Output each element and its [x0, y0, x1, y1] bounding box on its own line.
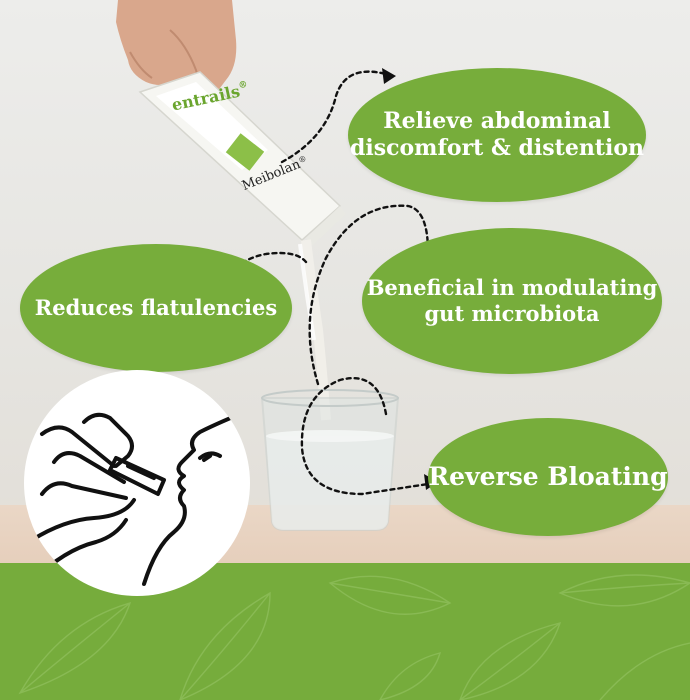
benefit-modulating-line2: gut microbiota: [424, 301, 600, 326]
drinking-illustration: [24, 370, 250, 596]
benefit-relieve-line1: Relieve abdominal: [383, 108, 611, 135]
benefit-relieve-discomfort: Relieve abdominal discomfort & distentio…: [348, 68, 646, 202]
registered-mark: ®: [237, 79, 249, 92]
arrow-to-bloating: [300, 377, 430, 496]
arrow-to-flatulencies: [230, 251, 308, 274]
arrow-to-relieve: [280, 70, 388, 164]
benefit-modulating-line1: Beneficial in modulating: [366, 275, 658, 301]
benefit-gut-microbiota: Beneficial in modulating gut microbiota: [362, 228, 662, 374]
water-glass: [260, 389, 400, 531]
leaf-pattern: [18, 564, 690, 700]
benefit-flatulencies-text: Reduces flatulencies: [34, 295, 278, 321]
arrow-to-modulating: [308, 204, 430, 386]
green-band: [0, 563, 690, 700]
line-art-face-hand: [30, 408, 250, 586]
benefit-relieve-line2: discomfort & distention: [349, 135, 644, 161]
sachet: [138, 71, 346, 246]
hand: [116, 0, 237, 100]
benefit-bloating-text: Reverse Bloating: [428, 461, 668, 491]
benefit-reverse-bloating: Reverse Bloating: [428, 418, 668, 536]
benefit-reduces-flatulencies: Reduces flatulencies: [20, 244, 292, 372]
